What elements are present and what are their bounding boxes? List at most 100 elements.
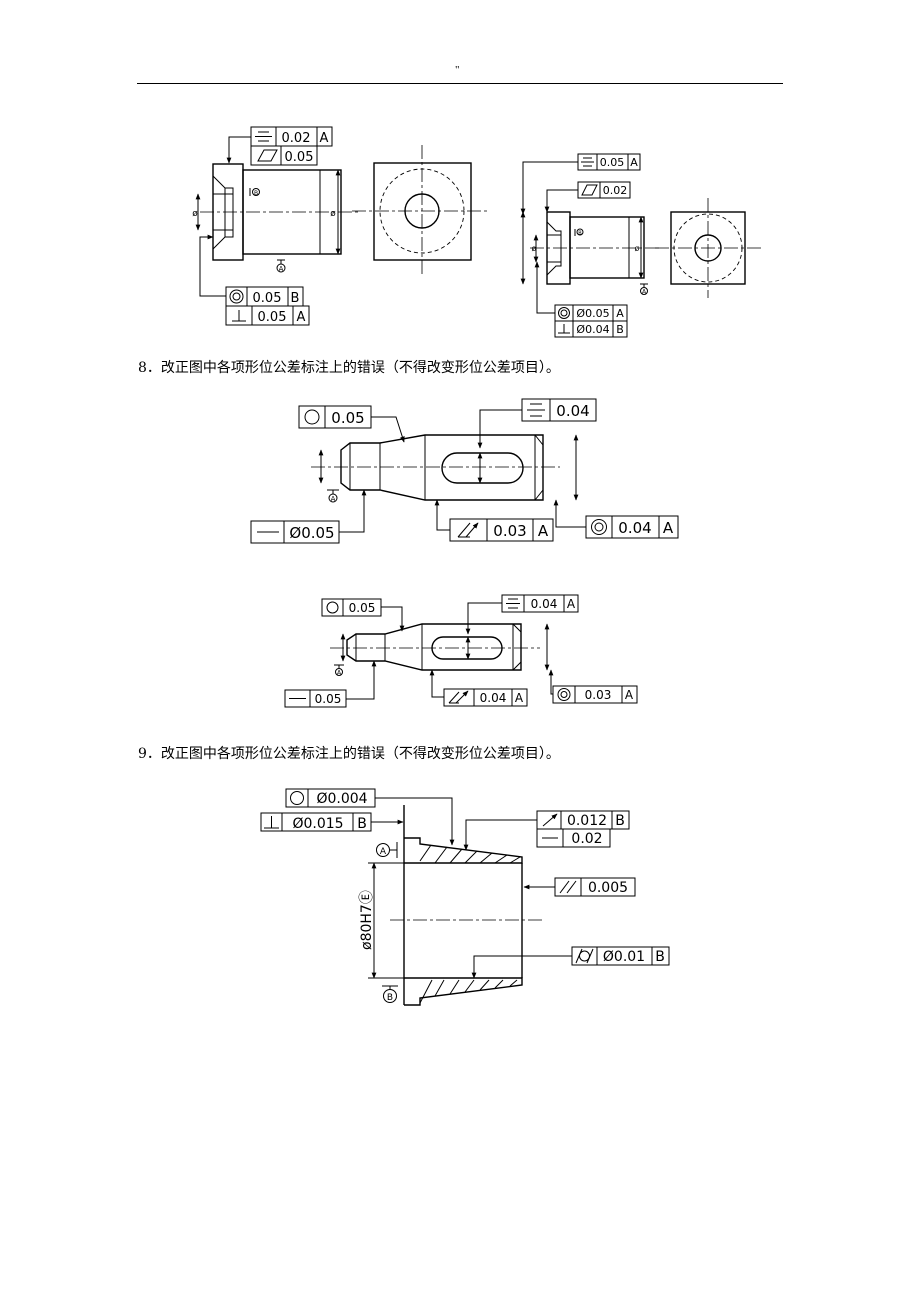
fcf-symmetry: 0.05 A	[577, 153, 641, 171]
datum-b-symbol: B	[249, 188, 260, 197]
figure-7-left: 0.02 A 0.05 ø ø B	[192, 126, 490, 326]
svg-text:0.03: 0.03	[585, 688, 612, 702]
fcf-concentricity: 0.03 A	[552, 685, 638, 704]
svg-text:A: A	[630, 156, 638, 169]
fcf-datum: A	[320, 131, 329, 146]
symmetry-icon	[506, 598, 520, 609]
fcf-roundness: 0.05	[298, 405, 372, 429]
fcf-runout: 0.012 B	[536, 810, 630, 830]
datum-a-symbol: A	[276, 259, 286, 273]
svg-text:A: A	[538, 522, 549, 540]
fcf-value: 0.02	[282, 131, 311, 146]
fcf-perpendicularity: 0.05 A	[225, 305, 310, 326]
svg-text:A: A	[642, 289, 647, 296]
runout-icon	[542, 813, 558, 827]
perpendicularity-icon	[232, 310, 246, 322]
fcf-roundness: 0.05	[321, 598, 382, 617]
svg-text:0.04: 0.04	[480, 691, 507, 705]
svg-text:B: B	[254, 190, 258, 197]
svg-text:B: B	[615, 813, 625, 829]
total-runout-icon	[448, 690, 469, 704]
fcf-roundness: Ø0.004	[285, 788, 376, 808]
svg-text:0.05: 0.05	[258, 310, 287, 325]
svg-text:A: A	[297, 310, 306, 325]
svg-text:Ø0.04: Ø0.04	[576, 323, 609, 336]
fcf-perpendicularity: Ø0.04 B	[554, 320, 628, 338]
concentricity-icon	[558, 307, 570, 319]
datum-a-symbol: A	[376, 842, 398, 858]
dia-label: ø	[330, 209, 336, 219]
question-8: 8．改正图中各项形位公差标注上的错误（不得改变形位公差项目）。	[138, 360, 560, 376]
svg-text:A: A	[567, 597, 576, 611]
fcf-flatness: 0.02	[577, 181, 631, 199]
fcf-value: 0.05	[285, 150, 314, 165]
fcf-flatness: 0.05	[250, 145, 318, 166]
svg-text:0.03: 0.03	[493, 522, 526, 540]
svg-text:0.05: 0.05	[315, 692, 342, 706]
circularity-icon	[290, 791, 304, 805]
circularity-icon	[304, 409, 320, 425]
section-hatch-bottom	[419, 979, 518, 1004]
symmetry-icon	[255, 131, 272, 142]
svg-text:B: B	[387, 993, 393, 1003]
svg-text:Ø0.05: Ø0.05	[289, 524, 334, 542]
fcf-symmetry: 0.02 A	[250, 126, 333, 147]
datum-a-symbol: A	[334, 664, 344, 677]
datum-a-symbol: A	[327, 489, 339, 503]
svg-text:0.012: 0.012	[567, 813, 607, 829]
perpendicularity-icon	[558, 324, 570, 334]
parallelism-icon	[559, 880, 577, 894]
svg-text:Ø0.015: Ø0.015	[292, 816, 343, 832]
fcf-concentricity: Ø0.05 A	[554, 304, 628, 322]
svg-text:A: A	[337, 670, 342, 677]
fcf-straightness: 0.05	[284, 689, 347, 708]
circularity-icon	[326, 601, 339, 614]
total-runout-icon	[457, 522, 479, 538]
svg-text:Ø0.05: Ø0.05	[576, 307, 609, 320]
flatness-icon	[581, 184, 598, 196]
svg-text:A: A	[331, 495, 336, 503]
svg-text:0.05: 0.05	[253, 291, 282, 306]
svg-text:Ø0.004: Ø0.004	[316, 791, 367, 807]
flatness-icon	[257, 149, 278, 162]
svg-text:A: A	[380, 847, 387, 857]
figure-8-bottom: 0.05 0.04 A A	[284, 594, 638, 708]
symmetry-icon	[581, 157, 594, 167]
svg-text:0.04: 0.04	[556, 402, 589, 420]
fcf-symmetry: 0.04 A	[501, 594, 579, 613]
datum-b-symbol: B	[382, 985, 398, 1003]
svg-text:0.04: 0.04	[531, 597, 558, 611]
figure-9: Ø0.004 Ø0.015 B 0.012 B 0.02	[260, 788, 670, 1006]
svg-text:0.05: 0.05	[331, 409, 364, 427]
question-9: 9．改正图中各项形位公差标注上的错误（不得改变形位公差项目）。	[138, 746, 560, 762]
svg-text:A: A	[515, 691, 524, 705]
concentricity-icon	[591, 519, 607, 535]
svg-text:0.005: 0.005	[588, 880, 628, 896]
svg-text:0.02: 0.02	[571, 831, 602, 847]
concentricity-icon	[557, 688, 571, 701]
svg-text:B: B	[655, 949, 665, 965]
svg-text:0.05: 0.05	[600, 156, 625, 169]
svg-text:B: B	[291, 291, 300, 306]
datum-a-symbol: A	[640, 283, 648, 296]
cylindricity-icon	[575, 948, 594, 964]
svg-text:ø: ø	[532, 244, 537, 253]
fcf-runout: 0.04 A	[443, 688, 528, 707]
header-rule	[137, 83, 783, 84]
fcf-runout: 0.03 A	[449, 518, 554, 542]
page-header-mark: "	[455, 64, 460, 76]
svg-text:A: A	[625, 688, 634, 702]
fcf-concentricity: 0.04 A	[585, 515, 679, 539]
fcf-straightness: Ø0.05	[250, 520, 340, 544]
svg-text:Ø0.01: Ø0.01	[603, 949, 645, 965]
svg-text:B: B	[616, 323, 624, 336]
svg-text:A: A	[279, 265, 284, 273]
fcf-concentricity: 0.05 B	[225, 286, 304, 307]
fcf-symmetry: 0.04	[521, 398, 597, 422]
concentricity-icon	[229, 289, 244, 304]
bore-diameter-dim: ø80H7Ⓔ	[359, 890, 375, 950]
dia-label: ø	[192, 209, 198, 219]
datum-b-symbol: B	[574, 228, 584, 237]
svg-text:A: A	[616, 307, 624, 320]
